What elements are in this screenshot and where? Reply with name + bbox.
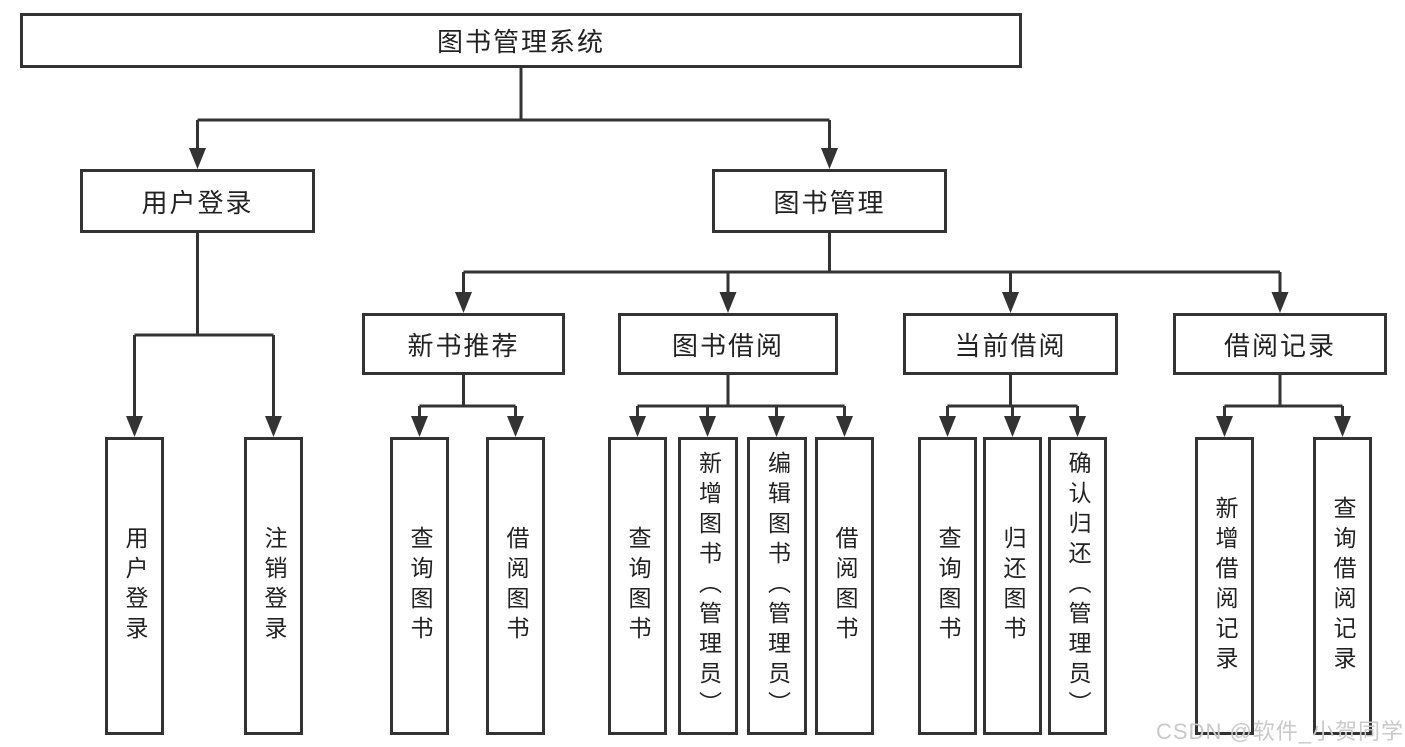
node-current-query-books: 查询图书 <box>918 437 977 735</box>
node-book-management: 图书管理 <box>712 169 947 233</box>
node-add-book-admin: 新增图书（管理员） <box>678 437 738 735</box>
node-book-borrow: 图书借阅 <box>618 313 838 375</box>
node-root: 图书管理系统 <box>20 13 1022 68</box>
node-add-borrow-record: 新增借阅记录 <box>1195 437 1254 735</box>
node-return-books: 归还图书 <box>983 437 1042 735</box>
node-login-leaf: 用户登录 <box>105 437 164 735</box>
node-query-borrow-record: 查询借阅记录 <box>1313 437 1372 735</box>
node-borrow-query-books: 查询图书 <box>608 437 667 735</box>
node-current-borrow: 当前借阅 <box>903 313 1118 375</box>
node-logout-leaf: 注销登录 <box>244 437 303 735</box>
node-user-login: 用户登录 <box>80 169 315 233</box>
node-lend-books: 借阅图书 <box>815 437 874 735</box>
node-edit-book-admin: 编辑图书（管理员） <box>747 437 807 735</box>
csdn-watermark: CSDN @软件_小贺同学 <box>1156 719 1405 744</box>
arrowheads <box>126 148 1351 437</box>
node-newbook-borrow-books: 借阅图书 <box>486 437 545 735</box>
connector-paths <box>133 68 1344 416</box>
node-borrow-records: 借阅记录 <box>1173 313 1387 375</box>
node-confirm-return-admin: 确认归还（管理员） <box>1048 437 1107 735</box>
node-newbook-query-books: 查询图书 <box>390 437 449 735</box>
node-new-book-recommend: 新书推荐 <box>362 313 565 375</box>
